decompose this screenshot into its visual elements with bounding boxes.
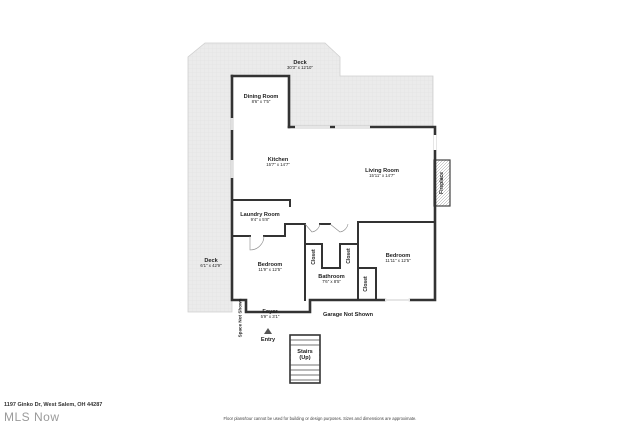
room-dims: 9'4" x 5'8" — [250, 217, 270, 223]
mls-now-logo: MLS Now — [4, 410, 60, 424]
room-dims: 5'9" x 3'1" — [260, 314, 280, 320]
room-label-bathroom: Bathroom 7'6" x 8'5" — [305, 274, 358, 285]
room-dims: 6'1" x 42'9" — [200, 263, 222, 269]
room-label-laundry: Laundry Room 9'4" x 5'8" — [232, 212, 288, 223]
door-swing — [304, 223, 321, 233]
room-label-deck-left: Deck 6'1" x 42'9" — [190, 258, 232, 269]
space-not-shown-label: Space Not Shown — [237, 298, 243, 338]
entry-arrow-icon — [264, 328, 272, 334]
room-dims: 30'3" x 12'10" — [287, 65, 313, 71]
entry-text: Entry — [260, 337, 276, 343]
room-name: Living Room — [365, 168, 399, 174]
room-name: Laundry Room — [240, 212, 280, 218]
garage-text: Garage Not Shown — [322, 312, 374, 318]
door-swing — [249, 235, 265, 251]
room-name: Deck — [293, 60, 307, 66]
stairs-label: Stairs (Up) — [291, 349, 319, 362]
stairs-text: Stairs — [297, 349, 313, 355]
entry-label: Entry — [254, 337, 282, 343]
stairs-direction: (Up) — [299, 355, 311, 362]
property-address: 1197 Ginko Dr, West Salem, OH 44287 — [4, 402, 103, 408]
room-label-deck-top: Deck 30'3" x 12'10" — [270, 60, 330, 71]
room-name: Deck — [204, 258, 218, 264]
room-name: Bedroom — [385, 253, 411, 259]
exterior-wall — [230, 74, 291, 129]
door-swing — [329, 223, 349, 233]
interior-wall — [231, 199, 291, 207]
interior-floor — [232, 76, 435, 300]
interior-wall — [357, 267, 377, 301]
room-dims: 15'11" x 14'7" — [369, 173, 395, 179]
room-name: Dining Room — [243, 94, 279, 100]
room-label-foyer: Foyer 5'9" x 3'1" — [252, 309, 288, 320]
closet-label: Closet — [363, 276, 369, 292]
room-label-living: Living Room 15'11" x 14'7" — [352, 168, 412, 179]
room-name: Foyer — [262, 309, 278, 315]
room-name: Kitchen — [267, 157, 289, 163]
disclaimer-text: Floor plans/tour cannot be used for buil… — [223, 416, 417, 421]
room-dims: 7'6" x 8'5" — [322, 279, 341, 285]
fireplace-label: Fireplace — [439, 172, 445, 194]
room-name: Bathroom — [318, 274, 345, 280]
closet-label: Closet — [346, 248, 352, 264]
room-dims: 11'9" x 12'5" — [258, 267, 282, 273]
room-name: Bedroom — [257, 262, 283, 268]
room-label-kitchen: Kitchen 15'7" x 14'7" — [248, 157, 308, 168]
garage-not-shown-label: Garage Not Shown — [318, 312, 378, 318]
room-label-dining: Dining Room 8'6" x 7'5" — [232, 94, 290, 105]
room-label-bedroom-left: Bedroom 11'9" x 12'5" — [240, 262, 300, 273]
interior-wall — [263, 223, 306, 237]
room-dims: 11'11" x 12'5" — [385, 258, 411, 264]
room-dims: 15'7" x 14'7" — [266, 162, 290, 168]
interior-wall — [304, 243, 359, 269]
room-dims: 8'6" x 7'5" — [251, 99, 271, 105]
closet-label: Closet — [311, 249, 317, 265]
room-label-bedroom-right: Bedroom 11'11" x 12'5" — [368, 253, 428, 264]
